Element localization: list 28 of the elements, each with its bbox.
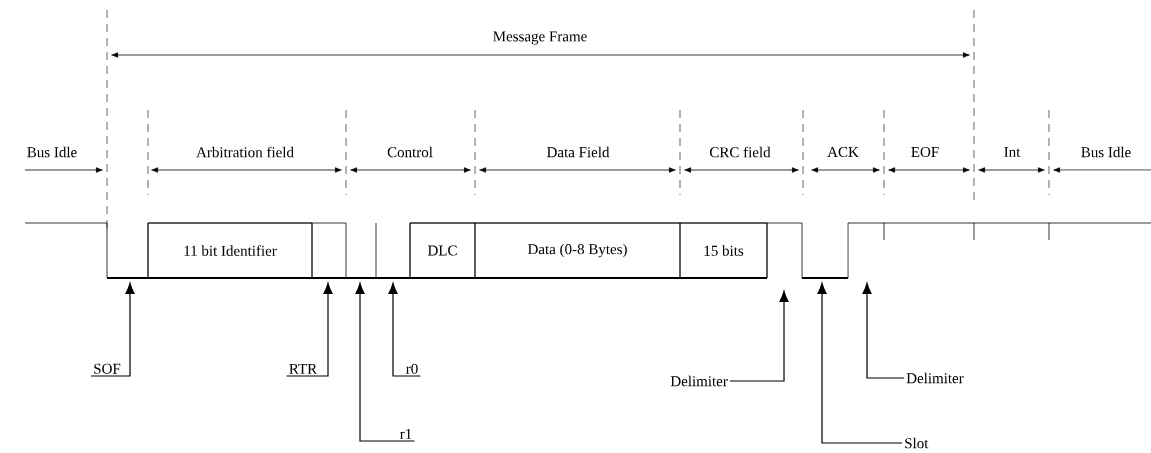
signal-label: RTR xyxy=(289,364,318,374)
field-box: DLC xyxy=(409,222,476,279)
field-box: Data (0-8 Bytes) xyxy=(474,222,681,279)
leader-line xyxy=(286,282,333,377)
signal-label: Slot xyxy=(905,437,929,449)
field-label: EOF xyxy=(911,146,939,158)
field-label: Data Field xyxy=(547,146,610,158)
field-box: 11 bit Identifier xyxy=(147,222,313,279)
field-label: ACK xyxy=(827,146,859,158)
signal-label: SOF xyxy=(94,363,121,374)
field-label: CRC field xyxy=(710,146,771,158)
leader-line xyxy=(355,282,416,442)
field-label: Message Frame xyxy=(493,31,587,45)
field-box: 15 bits xyxy=(679,222,768,279)
leader-line xyxy=(729,290,789,382)
signal-label: Delimiter xyxy=(670,375,728,387)
leader-line xyxy=(90,282,135,377)
signal-label: r0 xyxy=(406,363,418,374)
leader-line xyxy=(817,282,903,444)
signal-label: r1 xyxy=(400,428,412,439)
field-label: Bus Idle xyxy=(27,146,77,158)
leader-line xyxy=(388,282,422,377)
field-label: Arbitration field xyxy=(196,146,294,158)
leader-line xyxy=(862,282,905,379)
field-label: Bus Idle xyxy=(1081,146,1131,158)
field-label: Control xyxy=(387,146,433,158)
field-label: Int xyxy=(1004,147,1021,157)
signal-label: Delimiter xyxy=(906,372,964,384)
